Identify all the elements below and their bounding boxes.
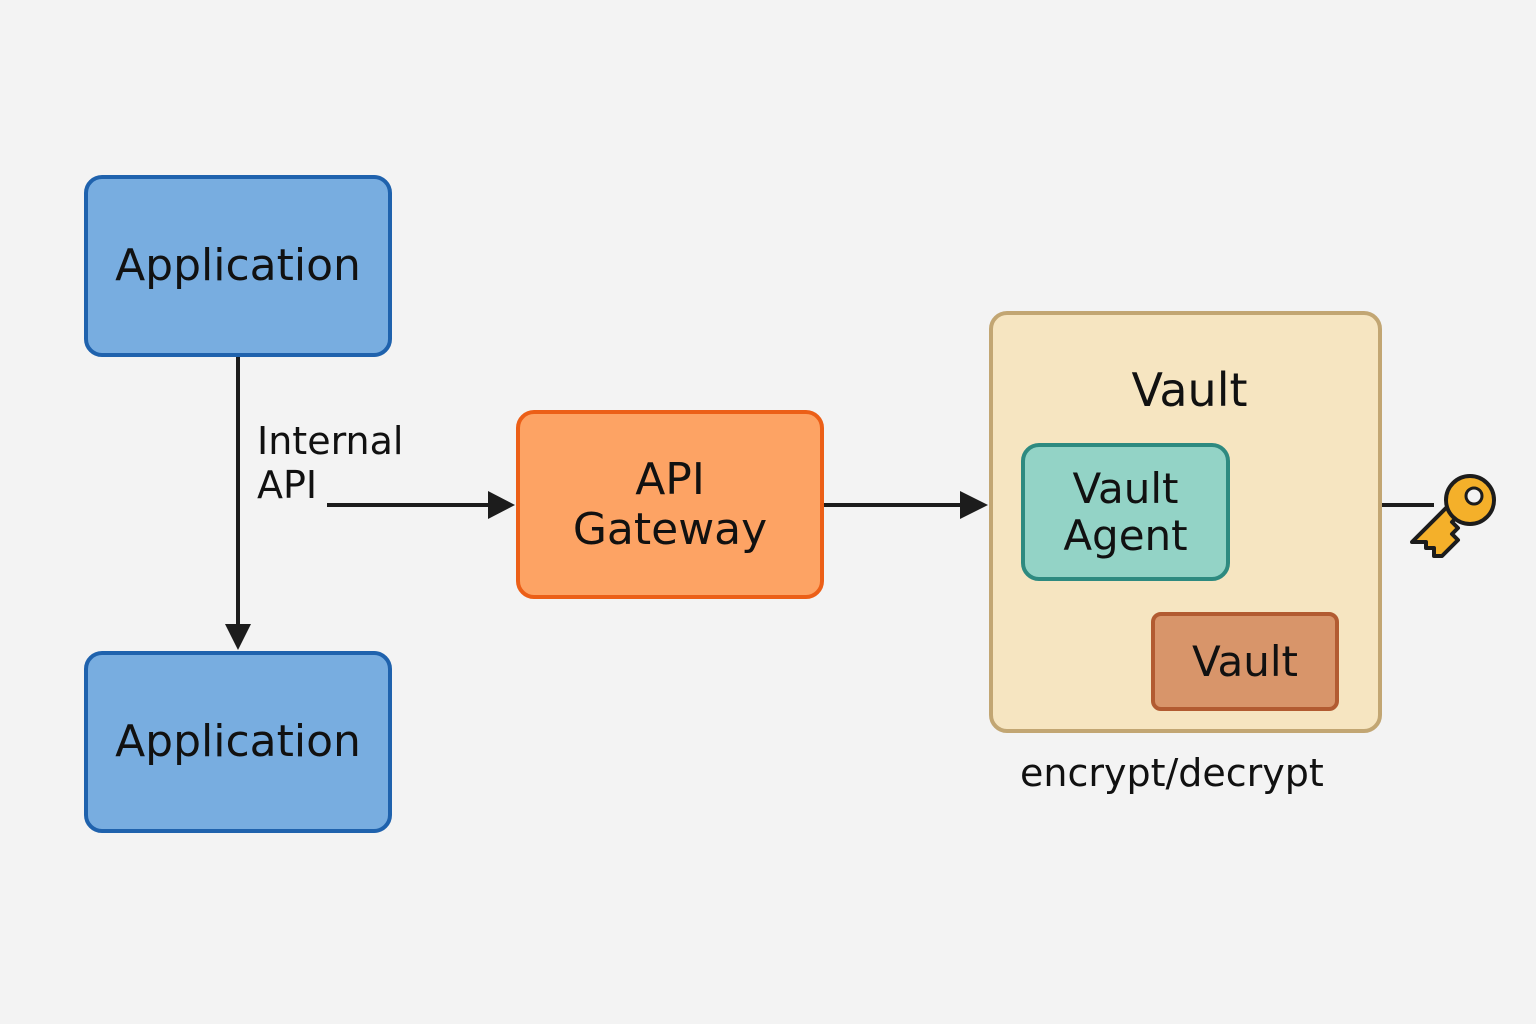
application-node-bottom: Application: [84, 651, 392, 833]
arrow-app-to-app: [225, 357, 251, 650]
api-gateway-node: API Gateway: [516, 410, 824, 599]
application-label: Application: [115, 716, 361, 768]
vault-agent-node: Vault Agent: [1021, 443, 1230, 581]
key-icon: [1410, 474, 1496, 558]
application-label: Application: [115, 240, 361, 292]
application-node-top: Application: [84, 175, 392, 357]
api-gateway-label-line2: Gateway: [572, 503, 768, 555]
vault-agent-label-line1: Vault: [1072, 463, 1179, 513]
encrypt-decrypt-label: encrypt/decrypt: [1020, 751, 1324, 795]
internal-api-label-line2: API: [257, 462, 318, 507]
arrow-gateway-to-vault: [824, 491, 988, 519]
arrow-internal-api-to-gateway: [327, 491, 515, 519]
internal-api-label-line1: Internal: [257, 419, 404, 463]
vault-storage-label: Vault: [1192, 636, 1298, 686]
vault-agent-label-line2: Agent: [1063, 511, 1188, 560]
internal-api-label: Internal API: [257, 419, 404, 507]
api-gateway-label-line1: API: [635, 454, 705, 506]
vault-storage-node: Vault: [1151, 612, 1339, 711]
vault-container-title: Vault: [1131, 363, 1248, 417]
